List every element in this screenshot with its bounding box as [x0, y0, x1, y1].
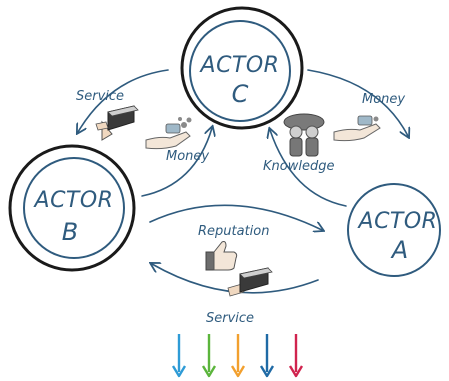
actor-b-title: ACTOR [33, 188, 114, 213]
actor-a-title: ACTOR [357, 209, 438, 234]
actor-a-node: ACTOR A [347, 183, 441, 277]
label-service-top: Service [76, 89, 124, 104]
down-arrow-3 [230, 334, 246, 378]
actor-c-title: ACTOR [199, 53, 280, 78]
actor-b-letter: B [62, 218, 78, 246]
actor-b-node: ACTOR B [8, 144, 136, 272]
money-flow-b-to-c [141, 128, 212, 197]
box-icon-bottom [227, 267, 273, 297]
label-service-bottom: Service [206, 311, 254, 326]
actor-c-letter: C [232, 80, 249, 108]
money-flow-c-to-a [307, 69, 408, 136]
colored-arrows [171, 334, 304, 378]
down-arrow-4 [259, 334, 275, 378]
down-arrow-1 [171, 334, 187, 378]
actor-c-node: ACTOR C [180, 6, 304, 130]
label-reputation: Reputation [198, 224, 270, 239]
money-hand-icon-right [333, 115, 381, 142]
down-arrow-5 [288, 334, 304, 378]
label-money-left: Money [166, 149, 209, 164]
box-icon [95, 105, 139, 141]
thumbs-up-icon [205, 241, 238, 271]
service-flow-c-to-b [78, 69, 169, 132]
knowledge-flow-a-to-c [270, 130, 347, 207]
label-money-right: Money [362, 92, 405, 107]
label-knowledge: Knowledge [263, 159, 334, 174]
money-hand-icon [145, 117, 192, 150]
reputation-flow-b-to-a [149, 204, 322, 230]
actor-a-letter: A [390, 236, 408, 264]
down-arrow-2 [201, 334, 217, 378]
knowledge-people-icon [283, 113, 325, 157]
